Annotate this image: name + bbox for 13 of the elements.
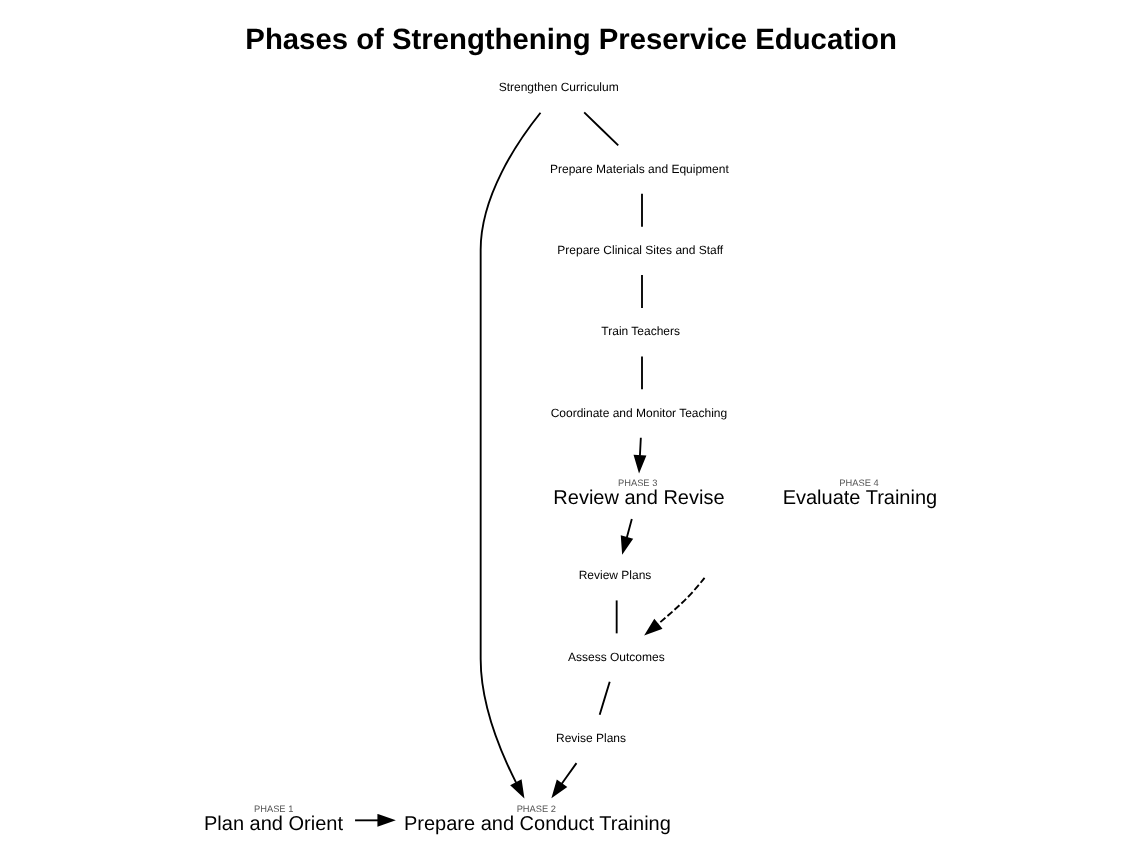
arrow <box>550 762 577 799</box>
arrow <box>619 518 633 555</box>
connector <box>640 355 642 391</box>
arrow <box>643 576 705 636</box>
connector <box>614 599 617 635</box>
diagram-title: Phases of Strengthening Preservice Education <box>244 25 896 58</box>
connector <box>582 111 619 147</box>
arrow <box>478 111 541 799</box>
connector <box>640 192 642 228</box>
arrow <box>632 436 646 474</box>
connector <box>597 680 610 716</box>
arrow <box>353 813 395 827</box>
connector <box>640 274 642 309</box>
